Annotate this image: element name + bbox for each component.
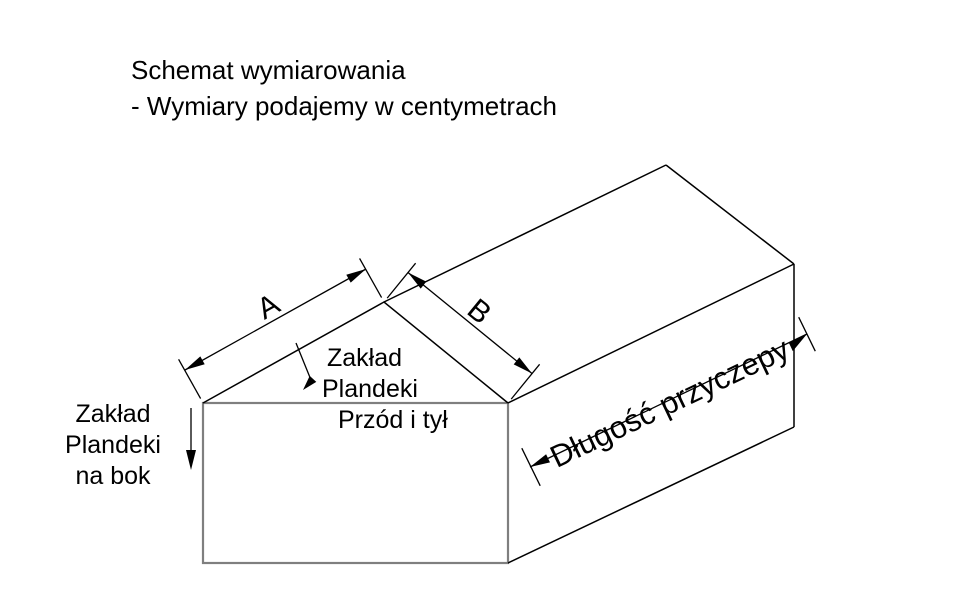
side-arrow-head [186, 450, 196, 470]
dim-a-arrowhead-right [346, 269, 366, 283]
dim-b-arrowhead-top [408, 272, 427, 289]
leader-line [295, 342, 312, 381]
back-roof-edge [665, 164, 795, 265]
dim-a-line [184, 268, 367, 371]
front-back-overlap-leader [295, 342, 317, 390]
dim-b-extension-tick-top [386, 262, 417, 299]
leader-arrowhead [303, 375, 317, 390]
dim-a-extension-tick-left [178, 358, 202, 399]
dim-a-extension-tick-right [359, 258, 383, 298]
front-back-overlap-line-1: Zakład [327, 344, 403, 372]
dim-length-arrowhead-right [788, 334, 807, 352]
trailer-length-label: Długość przyczepy [545, 331, 795, 475]
front-back-overlap-line-3: Przód i tył [338, 406, 448, 434]
front-back-overlap-line-2: Plandeki [322, 375, 418, 403]
dim-b-arrowhead-bottom [513, 357, 532, 374]
dimension-trailer-length: Długość przyczepy [521, 316, 816, 487]
title-line-2: - Wymiary podajemy w centymetrach [131, 91, 557, 121]
dim-a-arrowhead-left [185, 356, 205, 370]
dim-length-arrowhead-left [530, 454, 550, 467]
dim-length-line [529, 333, 808, 468]
dim-b-extension-tick-bottom [510, 363, 541, 400]
page-title: Schemat wymiarowania - Wymiary podajemy … [131, 52, 557, 124]
side-overlap-line-2: Plandeki [65, 431, 161, 459]
dim-b-line [407, 271, 533, 375]
side-overlap-label: Zakład Plandeki na bok [38, 399, 188, 492]
side-overlap-line-3: na bok [75, 462, 151, 490]
front-face [201, 401, 510, 565]
dim-b-label: B [461, 293, 497, 331]
title-line-1: Schemat wymiarowania [131, 55, 406, 85]
side-overlap-arrow [186, 408, 196, 470]
dim-a-label: A [252, 288, 286, 327]
side-bottom-edge [507, 426, 795, 564]
side-top-edge [507, 263, 795, 404]
front-back-overlap-label: Zakład Plandeki Przód i tył [322, 343, 448, 436]
ridge-edge [383, 164, 667, 303]
trailer-outline [201, 164, 795, 565]
side-overlap-line-1: Zakład [75, 400, 151, 428]
